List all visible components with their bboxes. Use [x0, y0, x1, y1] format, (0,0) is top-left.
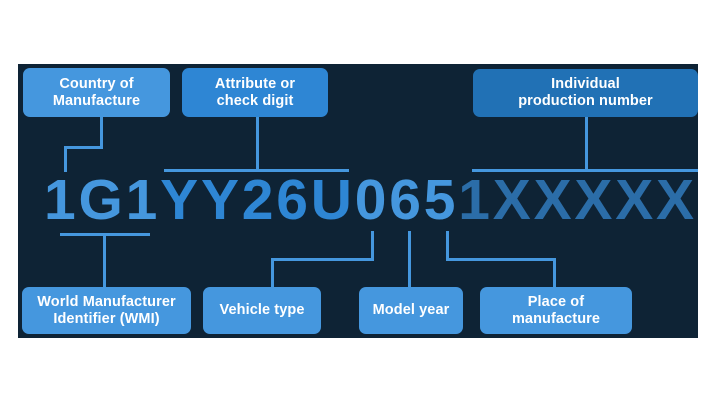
label-line: Country of — [59, 75, 134, 92]
vin-segment-check-year-plant: 065 — [354, 168, 459, 232]
label-line: Individual — [551, 76, 620, 92]
label-line: Model year — [372, 302, 450, 318]
connector-vehicle-type-tick — [371, 231, 374, 261]
label-place-of-manufacture: Place of manufacture — [480, 287, 632, 334]
label-line: check digit — [216, 92, 294, 109]
bracket-vehicle-descriptor — [164, 169, 349, 172]
connector-individual-vertical — [585, 117, 588, 172]
label-line: Attribute or — [214, 75, 296, 92]
connector-place-tick — [446, 231, 449, 261]
label-line: World Manufacturer — [37, 293, 176, 310]
vin-number: 1G1YY26U0651XXXXX — [44, 172, 697, 229]
connector-country-drop — [64, 146, 67, 172]
vin-segment-wmi: 1G1 — [44, 168, 161, 232]
label-line: Place of — [527, 293, 585, 310]
connector-attribute-vertical — [256, 117, 259, 172]
label-line: Vehicle type — [219, 302, 305, 318]
bracket-serial-number — [472, 169, 698, 172]
label-line: production number — [518, 93, 653, 109]
label-world-manufacturer-identifier: World Manufacturer Identifier (WMI) — [22, 287, 191, 334]
vin-segment-serial: 1XXXXX — [458, 168, 697, 232]
connector-model-year-vertical — [408, 231, 411, 287]
connector-country-horizontal — [64, 146, 103, 149]
connector-wmi-vertical — [103, 233, 106, 287]
label-country-of-manufacture: Country of Manufacture — [23, 68, 170, 117]
connector-place-horizontal — [446, 258, 556, 261]
connector-vehicle-type-horizontal — [271, 258, 374, 261]
label-vehicle-type: Vehicle type — [203, 287, 321, 334]
connector-place-drop — [553, 258, 556, 287]
label-line: manufacture — [511, 310, 601, 327]
label-line: Identifier (WMI) — [53, 310, 160, 327]
label-individual-production-number: Individual production number — [473, 69, 698, 117]
connector-country-vertical — [100, 117, 103, 149]
label-model-year: Model year — [359, 287, 463, 334]
vin-segment-descriptor: YY26U — [160, 168, 355, 232]
connector-vehicle-type-drop — [271, 258, 274, 287]
label-line: Manufacture — [52, 92, 141, 109]
label-attribute-or-check-digit: Attribute or check digit — [182, 68, 328, 117]
